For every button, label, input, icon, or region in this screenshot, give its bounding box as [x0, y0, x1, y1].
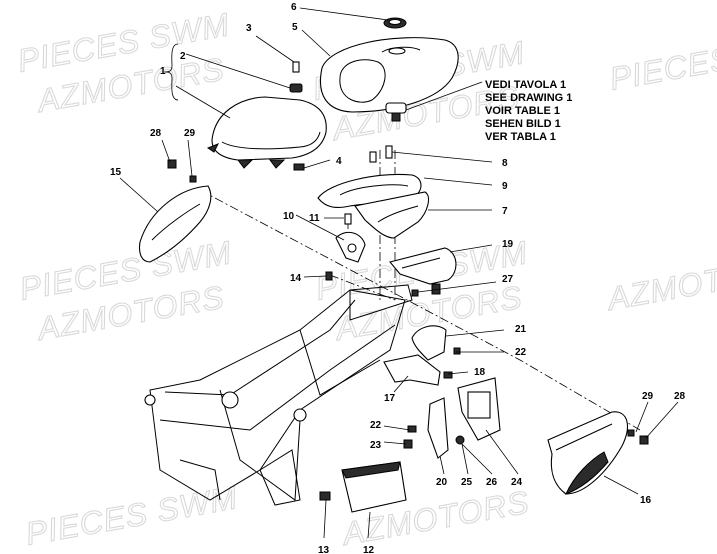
part-label: 15 — [110, 167, 122, 178]
part-label: 27 — [502, 274, 514, 285]
bolt — [293, 163, 305, 171]
reference-note: VEDI TAVOLA 1 SEE DRAWING 1 VOIR TABLE 1… — [485, 79, 572, 143]
part-label: 28 — [150, 128, 162, 139]
part-label: 13 — [318, 545, 330, 554]
main-frame — [144, 284, 413, 506]
part-label: 2 — [180, 51, 186, 62]
lower-bracket — [383, 354, 441, 386]
plate-holder — [457, 377, 501, 441]
battery-tray — [341, 461, 407, 513]
rubber-cap — [383, 17, 407, 29]
part-label: 12 — [363, 545, 375, 554]
reflector-arm — [427, 397, 449, 459]
part-label: 16 — [640, 495, 652, 506]
part-label: 8 — [502, 158, 508, 169]
part-label: 25 — [461, 477, 473, 488]
part-label: 21 — [515, 324, 527, 335]
reference-line: SEHEN BILD 1 — [485, 118, 561, 130]
part-label: 26 — [486, 477, 498, 488]
reference-line: VEDI TAVOLA 1 — [485, 79, 566, 91]
watermark-text: PIECES SWM — [23, 479, 240, 552]
part-label: 22 — [370, 420, 382, 431]
small-clip — [319, 491, 331, 501]
part-label: 9 — [502, 181, 508, 192]
seat-lock — [385, 102, 407, 122]
part-label: 19 — [502, 239, 514, 250]
part-label: 14 — [290, 273, 302, 284]
screw — [289, 61, 303, 93]
part-number-labels: 1 2 3 4 5 6 7 8 9 10 11 12 13 14 15 16 1… — [110, 2, 686, 554]
part-label: 22 — [515, 347, 527, 358]
seat — [206, 96, 327, 169]
part-label: 7 — [502, 206, 508, 217]
part-label: 1 — [160, 66, 166, 77]
part-label: 24 — [511, 477, 523, 488]
bolt — [167, 159, 197, 183]
part-label: 11 — [309, 213, 320, 224]
rear-cover — [354, 191, 430, 239]
front-mudguard — [138, 185, 212, 263]
part-label: 29 — [642, 391, 654, 402]
part-label: 29 — [184, 128, 196, 139]
reference-line: SEE DRAWING 1 — [485, 92, 572, 104]
axis-line — [199, 189, 641, 431]
part-label: 17 — [384, 393, 396, 404]
watermark-text: AZMOTORS — [603, 249, 717, 318]
part-label: 23 — [370, 440, 382, 451]
part-label: 20 — [436, 477, 448, 488]
part-label: 28 — [674, 391, 686, 402]
part-label: 18 — [474, 367, 486, 378]
part-label: 10 — [283, 211, 295, 222]
small-nut — [455, 435, 465, 445]
reference-line: VER TABLA 1 — [485, 131, 556, 143]
leader-lines — [119, 7, 679, 539]
side-panel — [547, 411, 628, 495]
screws — [325, 271, 461, 449]
part-label: 4 — [336, 156, 342, 167]
reference-line: VOIR TABLE 1 — [485, 105, 560, 117]
assembly-axis-lines — [199, 150, 641, 431]
seat-cowl — [320, 37, 459, 113]
part-label: 6 — [291, 2, 297, 13]
part-label: 3 — [246, 23, 252, 34]
small-cover — [411, 325, 447, 361]
side-bracket — [335, 231, 366, 263]
bolt — [627, 429, 649, 445]
watermark-text: PIECES SWM — [607, 24, 717, 97]
part-label: 5 — [292, 22, 298, 33]
